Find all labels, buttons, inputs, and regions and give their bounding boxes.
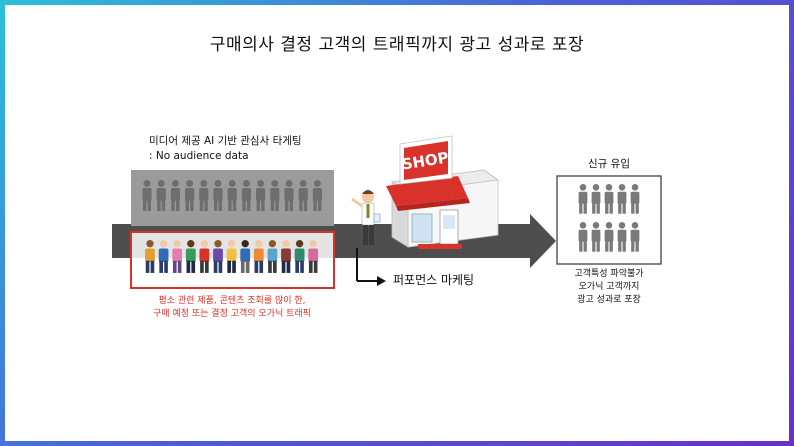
person-icon <box>578 184 588 214</box>
person-icon <box>294 240 305 273</box>
person-icon <box>213 240 223 273</box>
person-icon <box>227 180 237 212</box>
left-caption: 평소 관련 제품, 콘텐츠 조회를 많이 한, 구매 예정 또는 결정 고객의 … <box>112 295 352 321</box>
person-icon <box>312 180 322 212</box>
person-icon <box>199 240 210 273</box>
right-caption-line3: 광고 성과로 포장 <box>577 295 641 305</box>
person-icon <box>156 180 166 212</box>
person-icon <box>604 184 614 214</box>
person-icon <box>578 222 588 252</box>
right-caption: 고객특성 파악불가 오가닉 고객까지 광고 성과로 포장 <box>540 268 678 307</box>
left-caption-line1: 평소 관련 제품, 콘텐츠 조회를 많이 한, <box>158 296 306 306</box>
person-icon <box>630 184 640 214</box>
person-icon <box>226 240 237 273</box>
person-icon <box>591 222 601 252</box>
person-icon <box>145 240 155 273</box>
performance-pointer-arrow <box>356 248 386 286</box>
person-icon <box>284 180 294 212</box>
person-icon <box>172 240 183 273</box>
slide-title: 구매의사 결정 고객의 트래픽까지 광고 성과로 포장 <box>209 35 585 55</box>
person-icon <box>253 240 264 273</box>
person-icon <box>617 184 627 214</box>
person-icon <box>281 240 291 273</box>
person-icon <box>142 180 152 212</box>
person-icon <box>604 222 614 252</box>
person-icon <box>240 240 251 273</box>
person-icon <box>199 180 209 212</box>
person-icon <box>158 240 169 273</box>
person-icon <box>267 240 278 273</box>
person-icon <box>213 180 223 212</box>
person-icon <box>308 240 319 273</box>
person-icon <box>591 184 601 214</box>
person-icon <box>185 180 195 212</box>
gray-people-group <box>142 180 322 212</box>
person-icon <box>617 222 627 252</box>
person-icon <box>630 222 640 252</box>
person-icon <box>170 180 180 212</box>
shop-building <box>386 135 500 249</box>
person-icon <box>298 180 308 212</box>
new-visitors-people-group <box>578 184 640 252</box>
person-icon <box>270 180 280 212</box>
new-visitors-box <box>556 175 662 265</box>
left-label-line1: 미디어 제공 AI 기반 관심사 타게팅 <box>149 135 302 147</box>
new-visitors-label: 신규 유입 <box>588 158 630 170</box>
performance-label: 퍼포먼스 마케팅 <box>393 273 475 287</box>
right-caption-line2: 오가닉 고객까지 <box>578 282 640 292</box>
person-icon <box>185 240 196 273</box>
marketer-figure <box>351 190 381 245</box>
right-caption-line1: 고객특성 파악불가 <box>574 269 644 279</box>
person-icon <box>241 180 251 212</box>
left-caption-line2: 구매 예정 또는 결정 고객의 오가닉 트래픽 <box>153 309 311 319</box>
left-label-line2: : No audience data <box>149 150 249 162</box>
left-label: 미디어 제공 AI 기반 관심사 타게팅 : No audience data <box>149 134 302 164</box>
colorful-people-group <box>145 240 319 273</box>
person-icon <box>256 180 266 212</box>
